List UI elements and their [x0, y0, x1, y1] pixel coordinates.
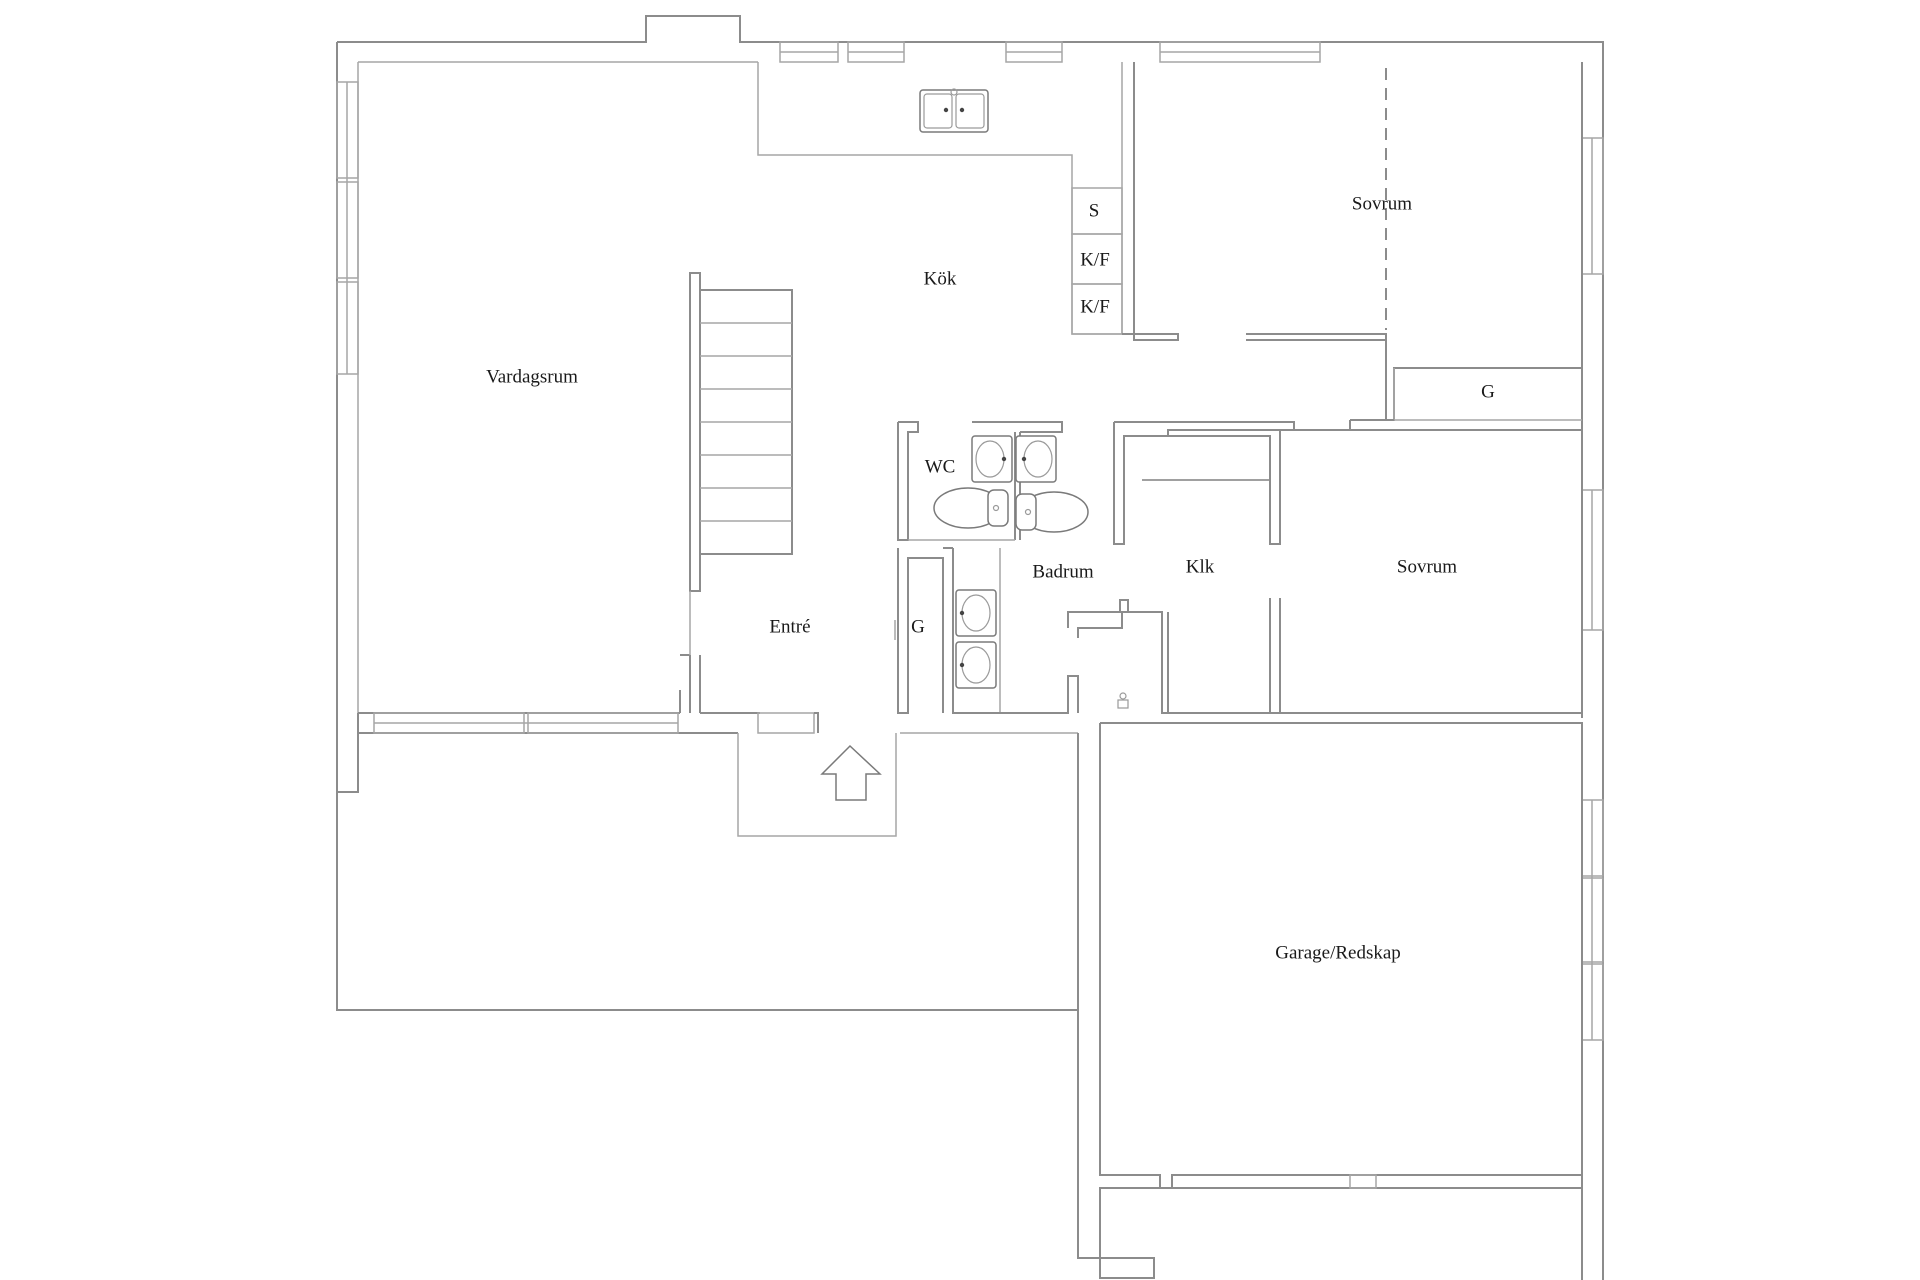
sink-icon: [971, 435, 1013, 483]
floor-drain-icon: [1117, 692, 1129, 709]
bathroom-fixtures: [955, 589, 1129, 709]
label-fridge-freezer-2: K/F: [1080, 296, 1110, 317]
wc-fixtures: [933, 435, 1089, 533]
bedroom-top-walls: [1122, 62, 1583, 718]
windows-right: [1581, 137, 1604, 1041]
sink-icon: [955, 641, 997, 689]
windows-left: [336, 81, 359, 375]
toilet-icon: [933, 487, 1009, 529]
label-sovrum-top: Sovrum: [1352, 193, 1412, 214]
label-sink-unit: S: [1089, 200, 1100, 221]
entry-porch: [737, 732, 1078, 837]
label-wc: WC: [925, 456, 956, 477]
label-garderob-hall: G: [911, 616, 925, 637]
living-south-wall: [337, 654, 819, 793]
sink-icon: [1015, 435, 1057, 483]
label-garage: Garage/Redskap: [1275, 942, 1401, 963]
label-klk: Klk: [1186, 556, 1215, 577]
toilet-icon: [1015, 491, 1089, 533]
kitchen-sink-icon: [919, 88, 989, 133]
inner-walls: [894, 419, 1582, 714]
staircase: [689, 272, 793, 592]
room-labels: Vardagsrum Kök Sovrum Sovrum WC Badrum K…: [486, 193, 1495, 963]
label-vardagsrum: Vardagsrum: [486, 366, 578, 387]
kitchen-counter: [757, 62, 1123, 335]
windows-top: [779, 41, 1321, 63]
kitchen-unit-labels: S K/F K/F: [1080, 200, 1110, 317]
garage-walls: [1077, 722, 1583, 1189]
label-kok: Kök: [924, 268, 957, 289]
label-sovrum-mid: Sovrum: [1397, 556, 1457, 577]
label-fridge-freezer-1: K/F: [1080, 249, 1110, 270]
entry-arrow-icon: [820, 744, 882, 801]
sink-icon: [955, 589, 997, 637]
label-garderob-bedroom: G: [1481, 381, 1495, 402]
hall-walls: [689, 591, 701, 713]
label-badrum: Badrum: [1032, 561, 1093, 582]
label-entre: Entré: [769, 616, 810, 637]
